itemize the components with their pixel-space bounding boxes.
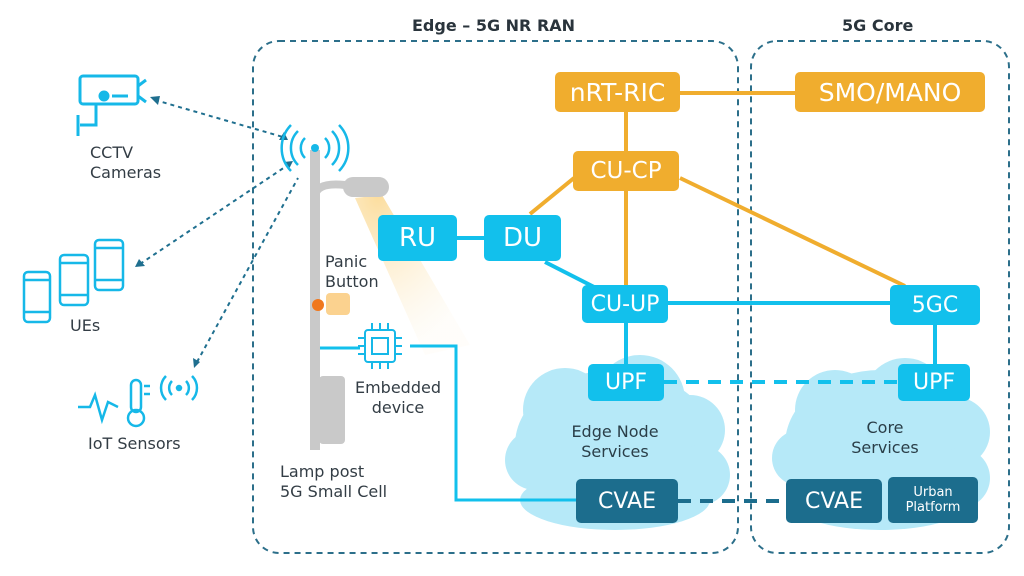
iot-label: IoT Sensors bbox=[88, 434, 181, 453]
embedded-cvae-link bbox=[410, 344, 576, 502]
edge-cloud-line1: Edge Node bbox=[571, 422, 659, 441]
embedded-device-label: Embedded device bbox=[343, 378, 453, 418]
lamp-label-line2: 5G Small Cell bbox=[280, 482, 388, 501]
cctv-camera-icon bbox=[76, 74, 147, 136]
smartphone-icon bbox=[22, 238, 125, 324]
cvae-core-node[interactable]: CVAE bbox=[786, 479, 882, 523]
iot-sensor-icon bbox=[78, 375, 199, 428]
lamp-label-line1: Lamp post bbox=[280, 462, 365, 481]
cu-up-node[interactable]: CU-UP bbox=[582, 285, 668, 323]
cctv-label: CCTV Cameras bbox=[90, 143, 161, 183]
cctv-label-line1: CCTV bbox=[90, 143, 134, 162]
urban-platform-line2: Platform bbox=[905, 500, 961, 515]
urban-platform-line1: Urban bbox=[913, 485, 953, 500]
core-cloud-line2: Services bbox=[851, 438, 919, 457]
core-region-border bbox=[750, 40, 1010, 554]
upf-edge-node[interactable]: UPF bbox=[588, 364, 664, 401]
urban-platform-node[interactable]: Urban Platform bbox=[888, 477, 978, 523]
core-region-title: 5G Core bbox=[842, 16, 914, 35]
embedded-label-line2: device bbox=[371, 398, 425, 417]
orange-links bbox=[528, 91, 906, 288]
smo-mano-node[interactable]: SMO/MANO bbox=[795, 72, 985, 112]
panic-button-icon bbox=[326, 293, 350, 315]
wireless-links bbox=[139, 99, 299, 363]
cu-cp-node[interactable]: CU-CP bbox=[573, 151, 679, 191]
wireless-arrowheads bbox=[135, 96, 293, 368]
edge-cloud-line2: Services bbox=[581, 442, 649, 461]
lamp-post-icon bbox=[310, 150, 389, 450]
chip-icon bbox=[358, 323, 402, 369]
cctv-label-line2: Cameras bbox=[90, 163, 162, 182]
panic-label-line2: Button bbox=[325, 272, 379, 291]
ues-label: UEs bbox=[70, 316, 101, 335]
du-node[interactable]: DU bbox=[484, 215, 561, 261]
edge-region-title: Edge – 5G NR RAN bbox=[412, 16, 576, 35]
core-cloud-line1: Core bbox=[866, 418, 904, 437]
panic-button-label: Panic Button bbox=[325, 252, 379, 292]
nrt-ric-node[interactable]: nRT-RIC bbox=[555, 72, 680, 112]
panic-label-line1: Panic bbox=[325, 252, 368, 271]
embedded-label-line1: Embedded bbox=[354, 378, 441, 397]
cvae-edge-node[interactable]: CVAE bbox=[576, 479, 678, 523]
edge-cloud-label: Edge Node Services bbox=[555, 422, 675, 462]
ru-node[interactable]: RU bbox=[378, 215, 457, 261]
antenna-icon bbox=[280, 124, 350, 172]
lamp-post-label: Lamp post 5G Small Cell bbox=[280, 462, 387, 502]
edge-region-border bbox=[252, 40, 739, 554]
upf-core-node[interactable]: UPF bbox=[898, 364, 970, 401]
core-cloud-label: Core Services bbox=[825, 418, 945, 458]
5gc-node[interactable]: 5GC bbox=[890, 285, 980, 325]
